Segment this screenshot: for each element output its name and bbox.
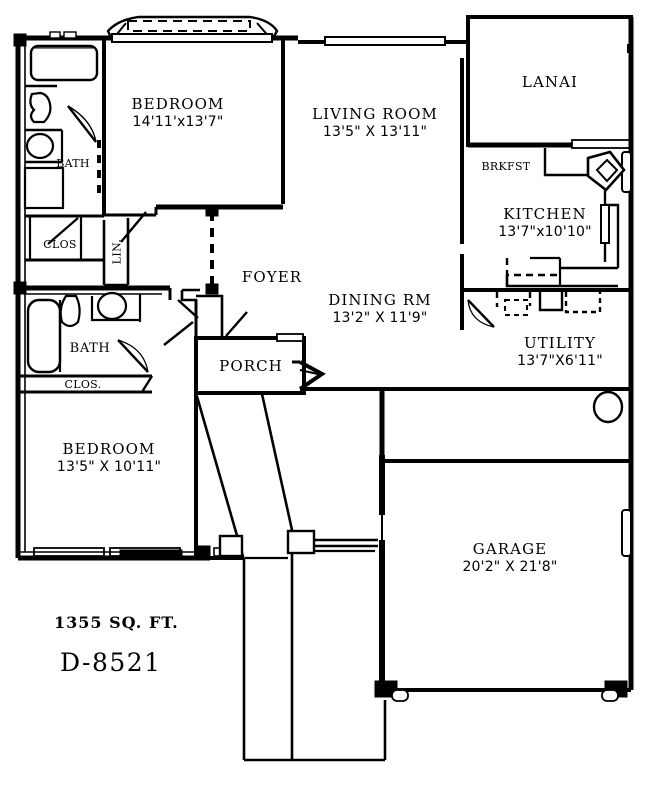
window-living-room [324,36,446,46]
walk-pad-a [286,529,316,555]
plan-area-value: 1355 SQ. FT. [54,613,179,632]
master-bath-group [23,31,106,262]
walk-edge-left [194,392,246,760]
bath-secondary-group [18,285,198,558]
door-utility [467,299,495,328]
sill-marker-bottom [119,549,183,559]
counter-brkfst [543,148,596,177]
toilet-secondary-icon [59,294,81,328]
door-closet-master [47,217,79,245]
bedroom-master-walls [102,40,285,287]
dining-utility-walls [292,299,631,424]
porch-outline [194,336,306,395]
washer-icon [538,292,564,312]
dryer-icon [564,292,602,314]
door-bath-secondary [117,339,149,373]
door-front-entry [225,311,248,337]
counter-kitchen-right [603,190,620,268]
corner-marker-ml [13,281,27,295]
garage-walls [374,389,631,702]
bathtub-secondary-icon [26,298,62,374]
door-bedroom-master [120,211,147,243]
garage-door-jamb-right [601,689,619,702]
toilet-master-icon [29,91,52,124]
bay-window-arch [106,15,279,41]
kitchen-group [462,148,631,316]
garage-door-jamb-left [391,689,409,702]
sink-secondary-icon [96,291,128,321]
wall-corner-marker-bl [195,545,211,559]
sink-master-icon [25,132,55,160]
range-kitchen [600,204,610,244]
walk-pad-b [218,534,244,558]
walkway-driveway [194,392,387,762]
door-jamb-bottom [205,283,219,295]
bath-cabinet-master [23,166,65,210]
corner-marker-tl [13,33,27,47]
counter-kitchen-lower [505,275,618,288]
room-label-linen-closet: LIN. [111,232,124,272]
porch-step [276,333,304,342]
wall-foyer-closet-2 [196,294,224,340]
counter-bath-secondary [90,296,140,322]
plan-code-label: D-8521 [60,648,162,677]
window-bath-small-2 [63,31,77,39]
slider-lanai [571,139,631,149]
window-bath-small [49,31,61,39]
door-jamb-top [205,205,219,217]
window-bedroom-front [111,33,273,43]
window-garage-right [621,509,632,557]
door-bath-master [67,105,97,143]
room-name-linen-closet: LIN. [110,238,124,265]
plan-code-value: D-8521 [60,648,162,677]
door-porch-left-2 [163,321,194,346]
plan-area-label: 1355 SQ. FT. [54,613,179,632]
bathtub-master-icon [29,44,99,82]
water-heater-icon [592,390,624,424]
